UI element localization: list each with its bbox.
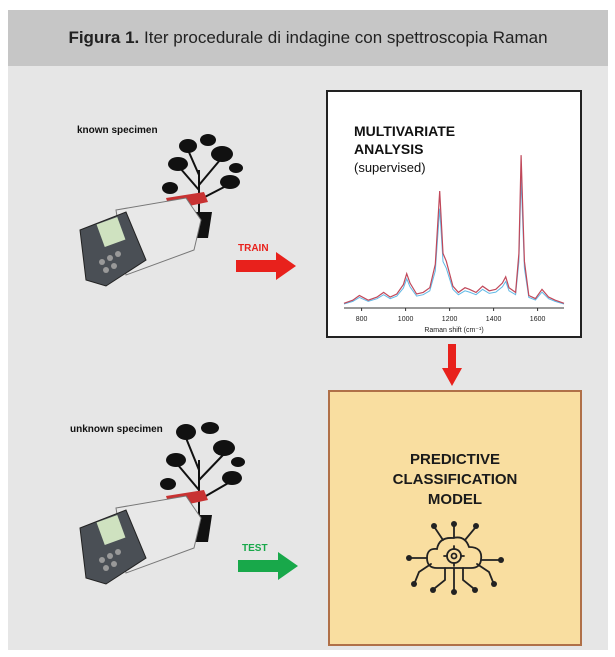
- x-tick-label-1000: 1000: [398, 316, 414, 323]
- figure-caption: Figura 1. Iter procedurale di indagine c…: [8, 28, 608, 48]
- analysis-title: MULTIVARIATE ANALYSIS: [354, 122, 455, 158]
- analysis-title-line1: MULTIVARIATE: [354, 123, 456, 139]
- spectrometer-icon-top: [79, 192, 208, 287]
- x-axis-label: Raman shift (cm⁻¹): [424, 327, 483, 334]
- train-arrow-icon: [236, 252, 296, 280]
- multivariate-analysis-box: MULTIVARIATE ANALYSIS (supervised) 800 100…: [326, 90, 582, 338]
- test-label: TEST: [242, 543, 268, 554]
- spectrometer-icon-bottom: [79, 490, 208, 585]
- model-title-line1: PREDICTIVE: [409, 451, 500, 468]
- x-tick-label-1400: 1400: [486, 316, 502, 323]
- caption-bar: Figura 1. Iter procedurale di indagine c…: [8, 10, 608, 66]
- down-arrow-icon: [442, 344, 462, 386]
- figure-frame: Figura 1. Iter procedurale di indagine c…: [8, 10, 608, 650]
- analysis-title-line2: ANALYSIS: [354, 141, 424, 157]
- analysis-subtitle: (supervised): [354, 160, 426, 175]
- model-title-line3: MODEL: [427, 491, 483, 508]
- predictive-model-box: PREDICTIVE CLASSIFICATION MODEL: [328, 390, 582, 646]
- model-title-line2: CLASSIFICATION: [392, 471, 518, 488]
- spectrum-line: [343, 155, 565, 304]
- spectrum-component-line: [343, 178, 565, 305]
- caption-bold: Figura 1.: [68, 28, 140, 47]
- known-specimen-label: known specimen: [77, 125, 158, 136]
- model-title: PREDICTIVE CLASSIFICATION MODEL: [330, 450, 580, 510]
- unknown-specimen-label: unknown specimen: [70, 424, 163, 435]
- x-tick-label-1200: 1200: [442, 316, 458, 323]
- x-tick-label-800: 800: [356, 316, 368, 323]
- train-label: TRAIN: [238, 243, 269, 254]
- x-tick-label-1600: 1600: [530, 316, 546, 323]
- test-arrow-icon: [238, 552, 298, 580]
- caption-text: Iter procedurale di indagine con spettro…: [139, 28, 548, 47]
- ai-cloud-network-icon: [406, 521, 504, 595]
